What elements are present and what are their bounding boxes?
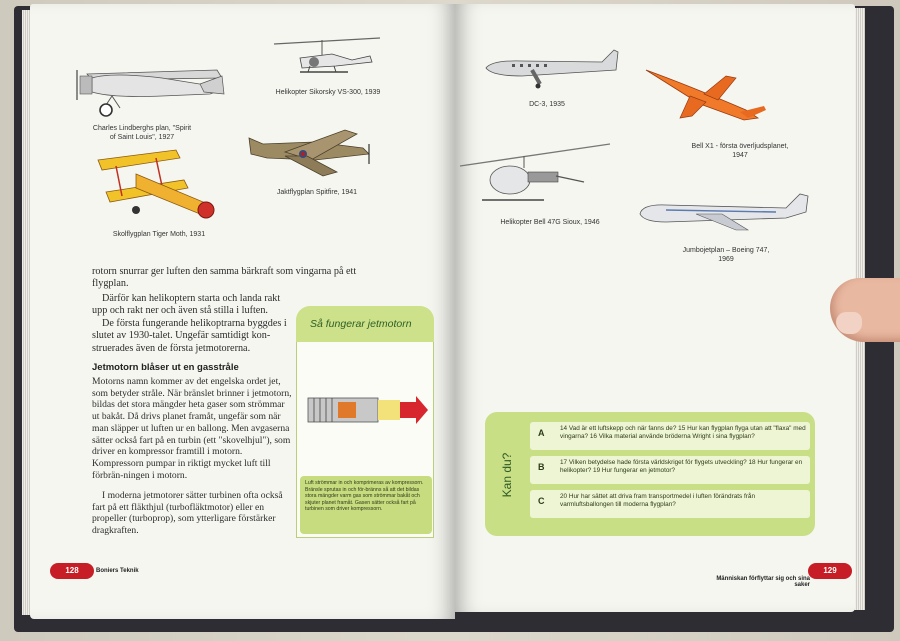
quiz-question-text: 14 Vad är ett luftskepp och när fanns de… <box>560 425 806 440</box>
quiz-row-a: A 14 Vad är ett luftskepp och när fanns … <box>530 422 810 450</box>
caption-lindbergh: Charles Lindberghs plan, "Spirit of Sain… <box>92 125 192 141</box>
quiz-row-c: C 20 Hur har sättet att driva fram trans… <box>530 490 810 518</box>
panel-note-airflow: Luft strömmar in och komprimeras av komp… <box>300 476 432 534</box>
quiz-row-b: B 17 Vilken betydelse hade första världs… <box>530 456 810 484</box>
quiz-letter: B <box>538 462 545 472</box>
thumb-nail <box>836 312 862 334</box>
paragraph-jet-engine: Motorns namn kommer av det engelska orde… <box>92 376 292 481</box>
footer-right: Människan förflyttar sig och sina saker <box>716 576 810 588</box>
caption-bell-x1: Bell X1 - första överljudsplanet, 1947 <box>691 143 789 159</box>
caption-boeing-747: Jumbojetplan – Boeing 747, 1969 <box>682 247 770 263</box>
caption-sikorsky: Helikopter Sikorsky VS-300, 1939 <box>275 89 381 96</box>
page-number-right: 129 <box>808 563 852 579</box>
spirit-of-st-louis-illustration <box>76 69 225 117</box>
caption-tiger-moth: Skolflygplan Tiger Moth, 1931 <box>112 231 206 238</box>
page-number-left: 128 <box>50 563 94 579</box>
section-heading-jetmotor: Jetmotorn blåser ut en gasstråle <box>92 362 239 373</box>
jet-engine-diagram <box>307 396 428 424</box>
panel-title-jet: Så fungerar jetmotorn <box>296 306 434 342</box>
paragraph-helicopter-lift: Därför kan helikoptern starta och landa … <box>92 293 281 317</box>
dc3-illustration <box>485 49 619 89</box>
boeing-747-illustration <box>639 193 809 231</box>
spitfire-illustration <box>248 129 370 177</box>
sikorsky-helicopter-illustration <box>273 37 381 73</box>
tiger-moth-illustration <box>97 149 215 219</box>
caption-dc3: DC-3, 1935 <box>529 101 565 108</box>
quiz-question-text: 17 Vilken betydelse hade första världskr… <box>560 459 803 474</box>
quiz-letter: C <box>538 496 545 506</box>
page-edges-left <box>22 10 32 615</box>
quiz-title: Kan du? <box>500 452 514 498</box>
bell-x1-illustration <box>645 69 766 121</box>
paragraph-first-helicopters: De första fungerande helikoptrarna byggd… <box>92 318 287 354</box>
caption-spitfire: Jaktflygplan Spitfire, 1941 <box>276 189 358 196</box>
thumb <box>830 278 900 342</box>
paragraph-modern-jet: I moderna jetmotorer sätter turbinen oft… <box>92 490 283 537</box>
paragraph-rotor: rotorn snurrar ger luften den samma bärk… <box>92 266 357 290</box>
quiz-question-text: 20 Hur har sättet att driva fram transpo… <box>560 493 756 508</box>
footer-left: Boniers Teknik <box>96 568 139 574</box>
caption-bell-47: Helikopter Bell 47G Sioux, 1946 <box>500 219 600 226</box>
quiz-letter: A <box>538 428 545 438</box>
bell-47-helicopter-illustration <box>459 143 611 201</box>
